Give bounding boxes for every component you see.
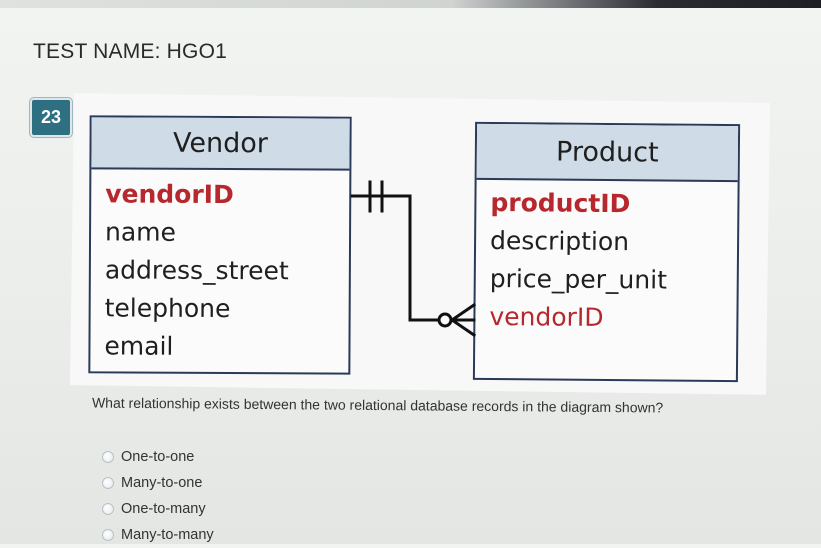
radio-button[interactable] [102, 503, 114, 515]
vendor-entity-title: Vendor [91, 117, 350, 171]
radio-button[interactable] [102, 529, 114, 541]
product-field-price-per-unit: price_per_unit [489, 263, 668, 295]
option-many-to-one[interactable]: Many-to-one [102, 470, 214, 496]
vendor-entity: Vendor vendorID name address_street tele… [88, 115, 352, 375]
top-bar [0, 0, 821, 8]
product-field-vendorid: vendorID [489, 301, 604, 332]
option-one-to-one[interactable]: One-to-one [102, 444, 214, 470]
vendor-field-vendorid: vendorID [105, 179, 234, 210]
option-many-to-many[interactable]: Many-to-many [102, 522, 214, 548]
vendor-field-telephone: telephone [104, 293, 231, 324]
radio-button[interactable] [102, 451, 114, 463]
option-label: Many-to-many [121, 527, 214, 543]
option-label: One-to-many [121, 501, 206, 517]
option-label: Many-to-one [121, 475, 203, 491]
vendor-field-address-street: address_street [104, 255, 289, 286]
product-field-list: productID description price_per_unit ven… [475, 180, 737, 338]
option-one-to-many[interactable]: One-to-many [102, 496, 214, 522]
question-number-badge: 23 [30, 98, 72, 137]
product-field-description: description [489, 225, 630, 257]
product-entity: Product productID description price_per_… [472, 121, 741, 383]
vendor-field-list: vendorID name address_street telephone e… [90, 169, 349, 366]
option-label: One-to-one [121, 449, 195, 465]
vendor-field-name: name [104, 217, 177, 247]
question-text: What relationship exists between the two… [91, 394, 664, 416]
product-entity-title: Product [476, 123, 739, 183]
test-name-title: TEST NAME: HGO1 [33, 40, 227, 63]
vendor-field-email: email [104, 331, 174, 361]
radio-button[interactable] [102, 477, 114, 489]
product-field-productid: productID [490, 187, 631, 219]
answer-options: One-to-one Many-to-one One-to-many Many-… [102, 444, 214, 548]
